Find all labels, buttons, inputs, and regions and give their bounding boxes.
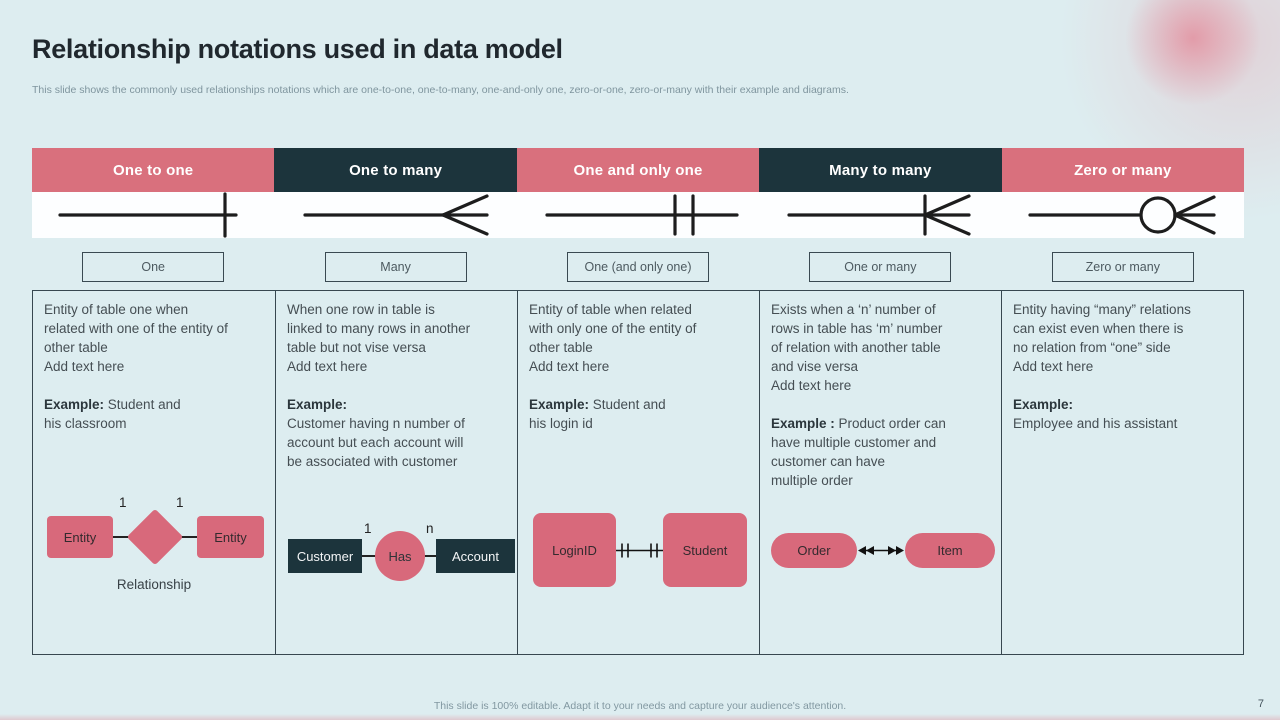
entity-label: Customer [296, 548, 354, 564]
example-block: Example: Customer having n number of acc… [287, 395, 506, 471]
example-text: Employee and his assistant [1013, 416, 1178, 431]
column-body-one-and-only-one: Entity of table when related with only o… [517, 291, 759, 654]
double-arrow-connector-icon [858, 546, 904, 555]
relationship-circle: Has [375, 531, 425, 581]
entity-box: Account [436, 539, 515, 573]
notation-label-zero-or-many: Zero or many [1051, 252, 1194, 282]
column-header-zero-or-many: Zero or many [1001, 148, 1244, 192]
example-block: Example: Student and his login id [529, 395, 748, 433]
column-header-one-to-one: One to one [32, 148, 275, 192]
entity-label: Item [937, 543, 963, 558]
example-label: Example: [529, 397, 590, 412]
example-text: Product order can have multiple customer… [771, 416, 946, 488]
example-label: Example: [287, 397, 348, 412]
description-row: Entity of table one when related with on… [32, 290, 1244, 655]
column-body-one-to-one: Entity of table one when related with on… [33, 291, 275, 654]
column-body-one-to-many: When one row in table is linked to many … [275, 291, 517, 654]
example-label: Example : [771, 416, 835, 431]
one-to-many-notation-icon [274, 192, 516, 238]
example-label: Example: [1013, 397, 1074, 412]
notation-table: One to one One to many One and only one … [32, 148, 1244, 655]
notation-label-one-and-only-one: One (and only one) [566, 252, 709, 282]
entity-label: Student [682, 542, 728, 558]
entity-label: Entity [63, 529, 97, 545]
cardinality-label: 1 [176, 495, 184, 510]
column-header-many-to-many: Many to many [759, 148, 1002, 192]
relationship-diamond [126, 508, 184, 566]
double-tick-connector-icon [616, 543, 663, 558]
page-number: 7 [1257, 698, 1264, 710]
example-block: Example : Product order can have multipl… [771, 414, 990, 490]
entity-label: LoginID [552, 542, 597, 558]
connector-line [111, 536, 199, 538]
example-block: Example: Student and his classroom [44, 395, 264, 433]
bottom-glow-decoration [0, 714, 1280, 720]
column-description: Entity of table one when related with on… [44, 302, 228, 355]
example-block: Example: Employee and his assistant [1013, 395, 1232, 433]
column-description: When one row in table is linked to many … [287, 302, 471, 355]
column-description: Entity having “many” relations can exist… [1013, 302, 1191, 355]
diagram-caption: Relationship [116, 577, 192, 592]
notation-label-many: Many [324, 252, 467, 282]
add-text-placeholder: Add text here [1013, 359, 1094, 374]
connector-line [422, 555, 440, 557]
relationship-label: Has [388, 548, 412, 564]
cardinality-label: n [426, 521, 434, 536]
add-text-placeholder: Add text here [771, 378, 852, 393]
add-text-placeholder: Add text here [44, 359, 125, 374]
example-label: Example: [44, 397, 105, 412]
notation-label-one: One [82, 252, 225, 282]
many-to-many-notation-icon [759, 192, 1001, 238]
cardinality-label: 1 [119, 495, 127, 510]
connector-line [360, 555, 378, 557]
column-body-zero-or-many: Entity having “many” relations can exist… [1001, 291, 1243, 654]
page-subtitle: This slide shows the commonly used relat… [32, 84, 849, 96]
one-and-only-one-notation-icon [517, 192, 759, 238]
entity-box: Entity [197, 516, 264, 558]
entity-box: Customer [288, 539, 362, 573]
example-text: Customer having n number of account but … [287, 416, 465, 469]
header-row: One to one One to many One and only one … [32, 148, 1244, 192]
column-description: Exists when a ‘n’ number of rows in tabl… [771, 302, 943, 374]
cardinality-label: 1 [364, 521, 372, 536]
one-to-one-notation-icon [32, 192, 274, 238]
add-text-placeholder: Add text here [287, 359, 368, 374]
footer-note: This slide is 100% editable. Adapt it to… [433, 700, 847, 712]
entity-label: Entity [214, 529, 247, 545]
page-title: Relationship notations used in data mode… [32, 34, 563, 64]
example-text: Student and his login id [529, 397, 666, 431]
column-description: Entity of table when related with only o… [529, 302, 697, 355]
notation-label-one-or-many: One or many [809, 252, 952, 282]
entity-box: Entity [47, 516, 113, 558]
add-text-placeholder: Add text here [529, 359, 610, 374]
entity-pill: Order [771, 533, 857, 568]
entity-label: Account [452, 548, 499, 564]
zero-or-many-notation-icon [1002, 192, 1244, 238]
column-body-many-to-many: Exists when a ‘n’ number of rows in tabl… [759, 291, 1001, 654]
notation-symbol-row [32, 192, 1244, 238]
column-header-one-and-only-one: One and only one [516, 148, 760, 192]
notation-label-row: One Many One (and only one) One or many … [32, 238, 1244, 290]
example-text: Student and his classroom [44, 397, 181, 431]
entity-pill: Item [905, 533, 995, 568]
column-header-one-to-many: One to many [274, 148, 517, 192]
entity-box: LoginID [533, 513, 616, 587]
entity-label: Order [797, 543, 831, 558]
entity-box: Student [663, 513, 747, 587]
